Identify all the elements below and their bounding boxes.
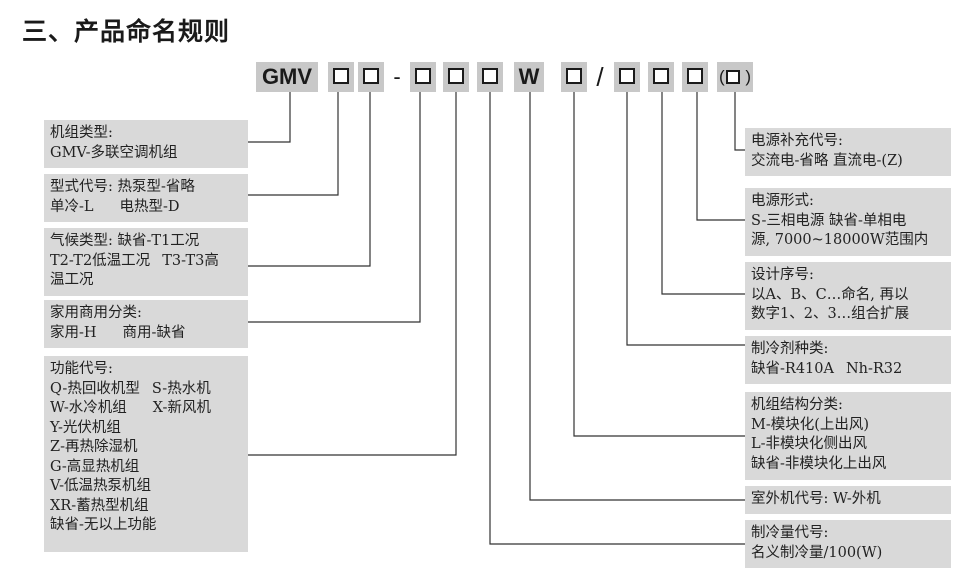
box-line: 缺省-R410A	[751, 360, 834, 377]
box-line: M-模块化(上出风)	[751, 416, 870, 433]
paren-inner-box	[726, 70, 740, 84]
connector-design	[661, 92, 745, 295]
code-slot-type	[328, 62, 354, 92]
box-line: L-非模块化侧出风	[751, 436, 868, 452]
connector-climate	[248, 92, 371, 267]
box-line: Nh-R32	[845, 360, 903, 377]
box-line: 制冷量代号:	[751, 525, 829, 541]
paren-right: )	[745, 67, 751, 86]
box-unit-type: 机组类型: GMV-多联空调机组	[44, 120, 248, 168]
box-line: 室外机代号: W-外机	[751, 491, 881, 507]
model-code-row: GMV - W / ( )	[0, 62, 966, 92]
box-line: 温工况	[50, 272, 94, 288]
box-line: 家用-H	[50, 324, 97, 341]
box-line: W-水冷机组	[50, 400, 127, 416]
connector-capacity	[489, 92, 745, 545]
box-line: 气候类型: 缺省-T1工况	[50, 233, 200, 249]
box-line: 商用-缺省	[122, 324, 186, 341]
box-line: 名义制冷量/100(W)	[751, 544, 883, 561]
code-dash: -	[393, 64, 401, 89]
code-slot-function	[443, 62, 469, 92]
box-climate-type: 气候类型: 缺省-T1工况 T2-T2低温工况 T3-T3高 温工况	[44, 228, 248, 296]
code-slot-capacity	[477, 62, 503, 92]
connector-type-code	[248, 92, 339, 196]
code-slot-structure	[561, 62, 587, 92]
box-line: GMV-多联空调机组	[50, 144, 178, 161]
box-line: 缺省-无以上功能	[50, 517, 157, 533]
box-line: 机组类型:	[50, 125, 113, 141]
code-slot-power-form	[682, 62, 708, 92]
box-line: 单冷-L	[50, 198, 94, 215]
box-line: Y-光伏机组	[50, 419, 121, 436]
box-line: XR-蓄热型机组	[50, 497, 149, 514]
box-line: 数字1、2、3…组合扩展	[751, 306, 910, 322]
connector-unit-type	[248, 92, 291, 143]
box-type-code: 型式代号: 热泵型-省略 单冷-L 电热型-D	[44, 174, 248, 222]
box-line: 电源补充代号:	[751, 133, 843, 149]
box-line: Z-再热除湿机	[50, 439, 138, 455]
box-power-supply-code: 电源补充代号: 交流电-省略 直流电-(Z)	[745, 128, 951, 176]
box-line: 家用商用分类:	[50, 305, 142, 321]
box-line: 缺省-非模块化上出风	[751, 455, 887, 472]
box-line: 电热型-D	[119, 198, 180, 215]
box-outdoor-code: 室外机代号: W-外机	[745, 486, 951, 514]
box-design-serial: 设计序号: 以A、B、C…命名, 再以 数字1、2、3…组合扩展	[745, 262, 951, 330]
connector-power-supply	[734, 92, 745, 151]
box-line: 源, 7000~18000W范围内	[751, 232, 929, 248]
code-slot-power-supply: ( )	[717, 62, 753, 92]
box-line: 设计序号:	[751, 267, 814, 283]
code-prefix-gmv: GMV	[256, 62, 318, 92]
code-slot-refrigerant	[614, 62, 640, 92]
code-slot-climate	[358, 62, 384, 92]
box-line: 功能代号:	[50, 361, 113, 377]
connector-function	[248, 92, 457, 456]
box-line: 电源形式:	[751, 193, 814, 209]
box-line: G-高显热机组	[50, 458, 140, 475]
box-usage: 家用商用分类: 家用-H 商用-缺省	[44, 300, 248, 348]
box-line: 交流电-省略 直流电-(Z)	[751, 152, 903, 169]
connector-structure	[573, 92, 745, 437]
box-line: X-新风机	[152, 400, 211, 416]
code-slot-design	[648, 62, 674, 92]
box-line: 机组结构分类:	[751, 397, 843, 413]
page-title: 三、产品命名规则	[22, 17, 231, 46]
connector-usage	[248, 92, 421, 323]
box-line: T3-T3高	[162, 252, 219, 269]
box-line: T2-T2低温工况	[50, 252, 151, 269]
code-slot-usage	[410, 62, 436, 92]
code-slash: /	[596, 62, 604, 92]
box-line: S-三相电源 缺省-单相电	[751, 212, 907, 229]
box-line: 型式代号: 热泵型-省略	[50, 179, 195, 195]
box-line: S-热水机	[151, 380, 211, 397]
connector-outdoor	[529, 92, 745, 501]
connector-power-form	[696, 92, 745, 221]
code-letter-w: W	[514, 62, 544, 92]
paren-left: (	[719, 67, 725, 86]
box-capacity-code: 制冷量代号: 名义制冷量/100(W)	[745, 520, 951, 568]
connector-refrigerant	[626, 92, 745, 346]
box-line: Q-热回收机型	[50, 380, 140, 397]
box-power-form: 电源形式: S-三相电源 缺省-单相电 源, 7000~18000W范围内	[745, 188, 951, 256]
box-refrigerant: 制冷剂种类: 缺省-R410A Nh-R32	[745, 336, 951, 384]
box-line: V-低温热泵机组	[50, 478, 152, 494]
box-line: 以A、B、C…命名, 再以	[751, 286, 909, 303]
box-structure: 机组结构分类: M-模块化(上出风) L-非模块化侧出风 缺省-非模块化上出风	[745, 392, 951, 480]
box-function-code: 功能代号: Q-热回收机型 S-热水机 W-水冷机组 X-新风机 Y-光伏机组 Z-…	[44, 356, 248, 552]
box-line: 制冷剂种类:	[751, 341, 829, 357]
